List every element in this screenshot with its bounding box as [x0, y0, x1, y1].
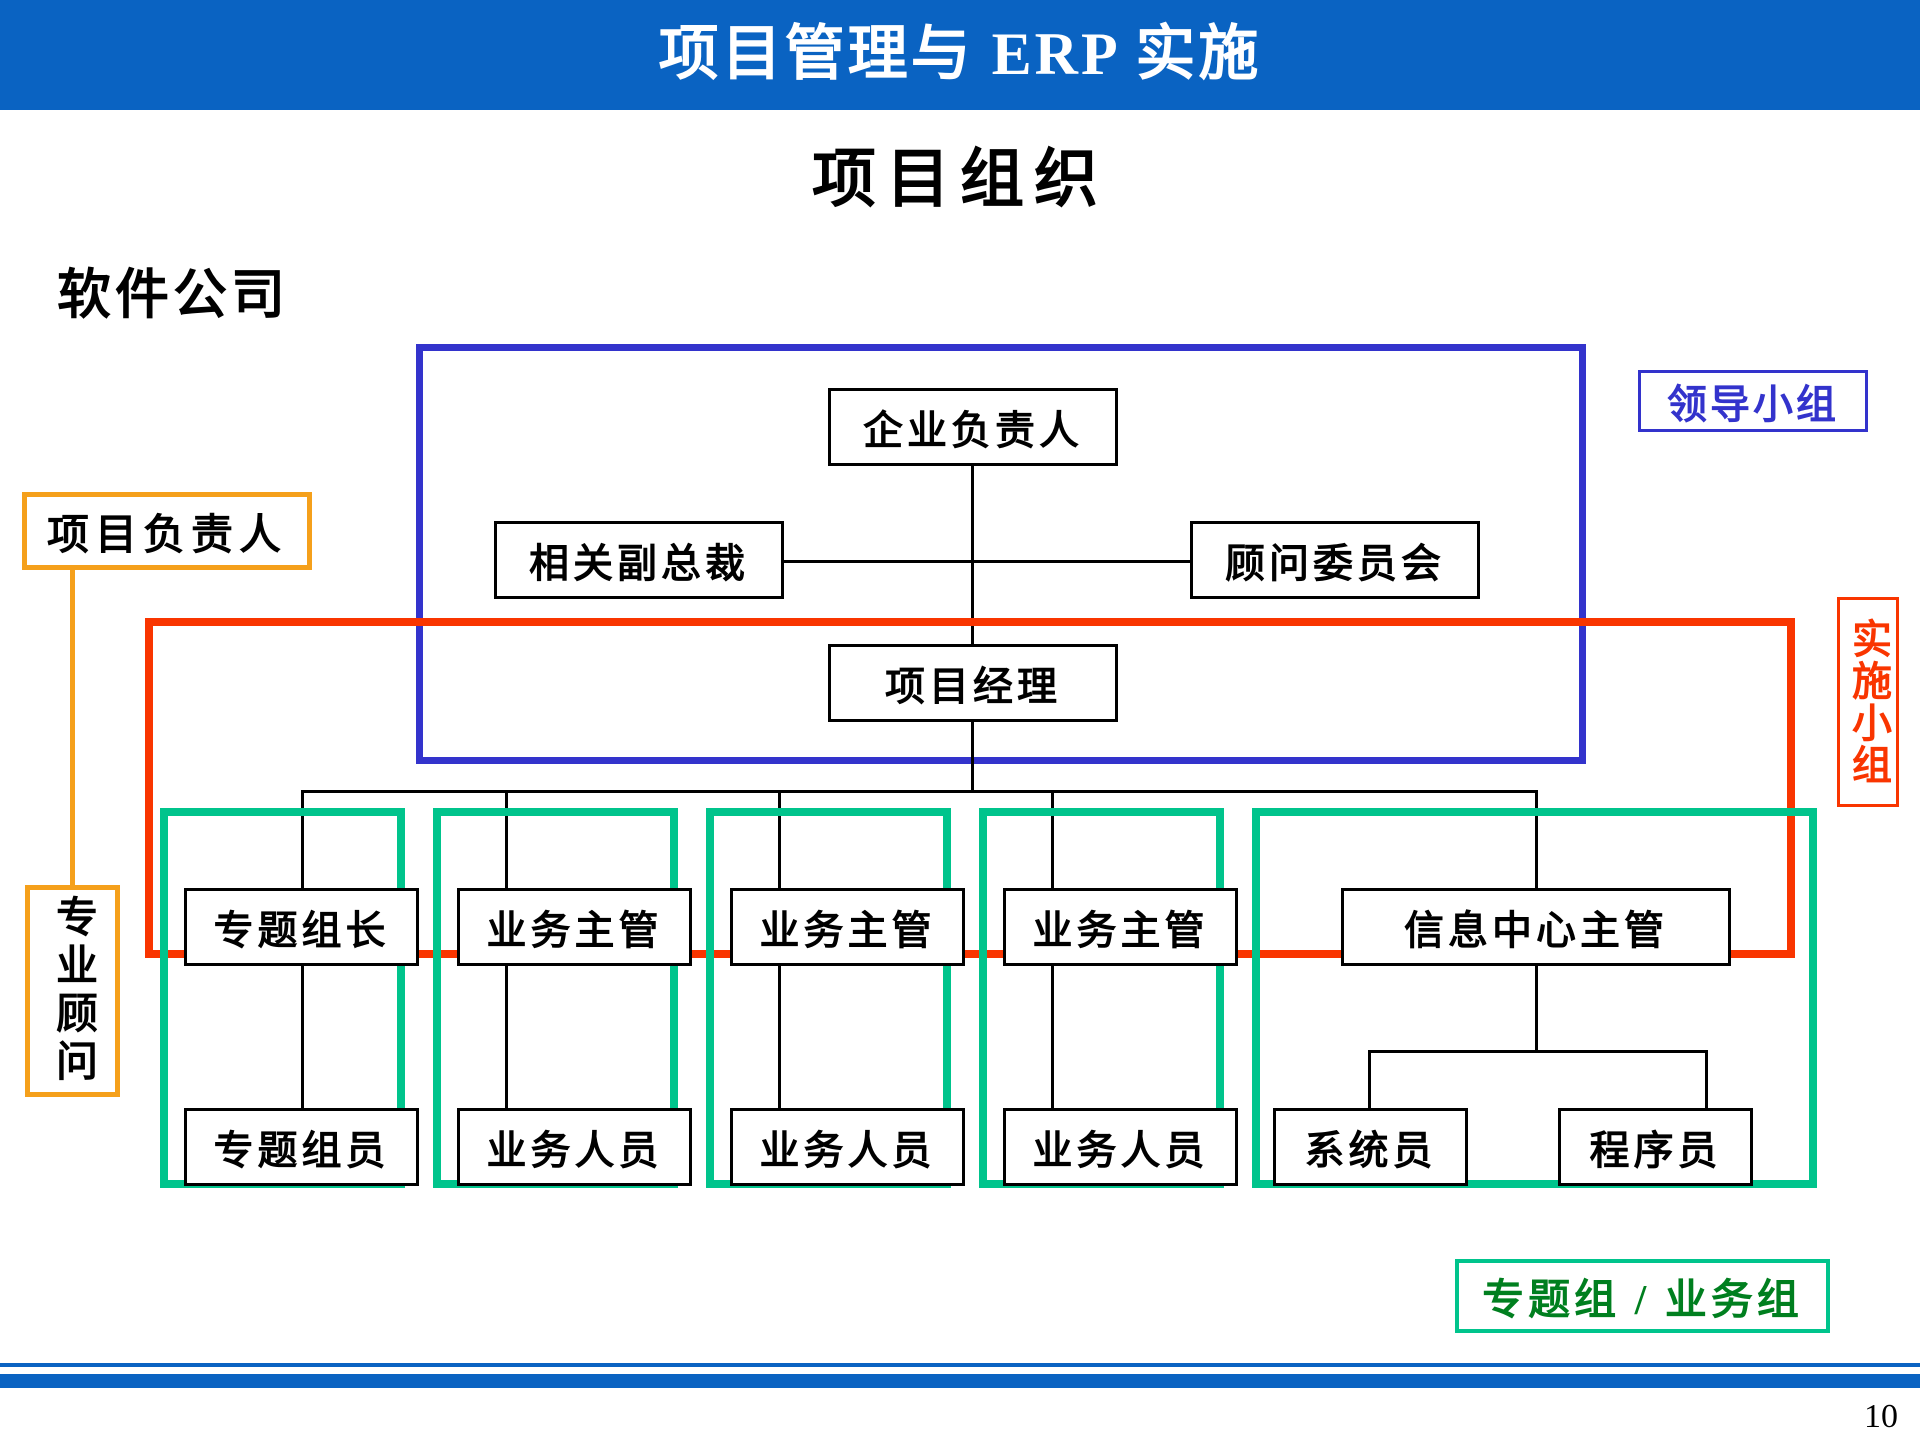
- node-system-administrator[interactable]: 系统员: [1273, 1108, 1468, 1186]
- connector-ceo-to-pm: [971, 466, 974, 644]
- connector-business-2-to-staff: [778, 965, 781, 1110]
- connector-business-3-to-staff: [1051, 965, 1054, 1110]
- connector-drop-business-3: [1051, 790, 1054, 890]
- node-programmer[interactable]: 程序员: [1558, 1108, 1753, 1186]
- node-topic-group-leader[interactable]: 专题组长: [184, 888, 419, 966]
- page-title: 项目组织: [812, 144, 1108, 215]
- tag-project-owner: 项目负责人: [22, 492, 312, 570]
- tag-topic-business-group: 专题组 / 业务组: [1455, 1259, 1830, 1333]
- node-business-supervisor-2[interactable]: 业务主管: [730, 888, 965, 966]
- connector-topic-lead-to-member: [301, 965, 304, 1110]
- node-business-supervisor-1[interactable]: 业务主管: [457, 888, 692, 966]
- node-enterprise-owner[interactable]: 企业负责人: [828, 388, 1118, 466]
- tag-leadership-group: 领导小组: [1638, 370, 1868, 432]
- label-software-company: 软件公司: [57, 265, 289, 325]
- connector-business-1-to-staff: [505, 965, 508, 1110]
- header-bar: [0, 0, 1920, 110]
- node-info-center-supervisor[interactable]: 信息中心主管: [1341, 888, 1731, 966]
- page-number: 10: [1864, 1398, 1898, 1435]
- connector-owner-to-advisor: [70, 570, 75, 885]
- connector-drop-topic-lead: [301, 790, 304, 890]
- node-business-staff-3[interactable]: 业务人员: [1003, 1108, 1238, 1186]
- team-frame-info-center: [1252, 808, 1817, 1188]
- footer-rule-thick: [0, 1374, 1920, 1388]
- connector-drop-programmer: [1705, 1050, 1708, 1110]
- leadership-group-frame: [416, 344, 1586, 764]
- node-business-supervisor-3[interactable]: 业务主管: [1003, 888, 1238, 966]
- connector-vp-to-committee: [640, 560, 1191, 563]
- connector-drop-sysadmin: [1368, 1050, 1371, 1110]
- connector-drop-business-1: [505, 790, 508, 890]
- footer-rule-thin: [0, 1363, 1920, 1367]
- header-title: 项目管理与 ERP 实施: [658, 21, 1262, 87]
- tag-professional-advisor: 专业顾问: [25, 885, 120, 1097]
- connector-pm-down: [971, 720, 974, 790]
- connector-leaders-bus: [301, 790, 1536, 793]
- node-advisory-committee[interactable]: 顾问委员会: [1190, 521, 1480, 599]
- node-topic-group-member[interactable]: 专题组员: [184, 1108, 419, 1186]
- node-project-manager[interactable]: 项目经理: [828, 644, 1118, 722]
- connector-drop-info-center: [1535, 790, 1538, 890]
- node-related-vice-president[interactable]: 相关副总裁: [494, 521, 784, 599]
- connector-info-center-bus: [1368, 1050, 1708, 1053]
- tag-implementation-group: 实施小组: [1837, 597, 1899, 807]
- implementation-group-frame: [145, 618, 1795, 958]
- connector-drop-business-2: [778, 790, 781, 890]
- node-business-staff-1[interactable]: 业务人员: [457, 1108, 692, 1186]
- connector-info-center-down: [1535, 965, 1538, 1050]
- node-business-staff-2[interactable]: 业务人员: [730, 1108, 965, 1186]
